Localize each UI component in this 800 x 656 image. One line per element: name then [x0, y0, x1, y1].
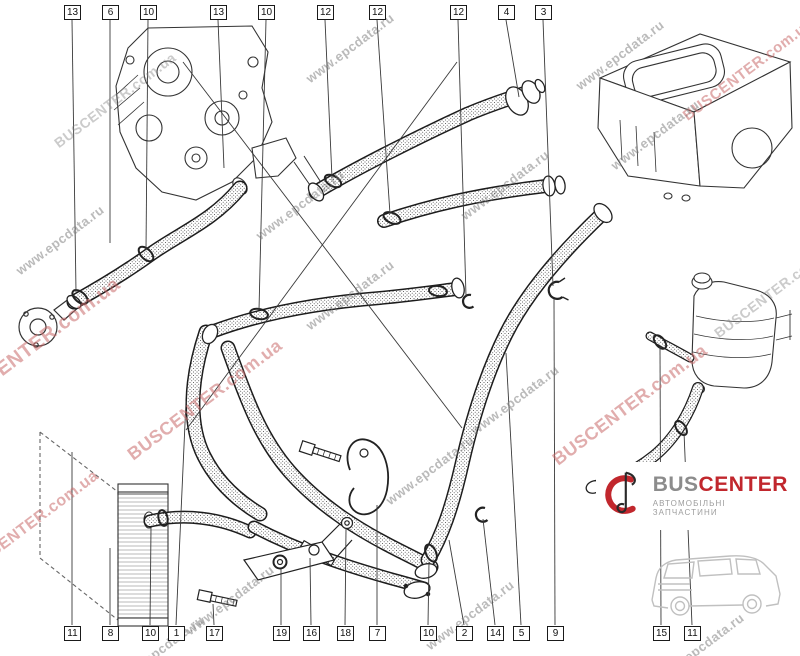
buscenter-logo-icon — [605, 471, 636, 514]
callout-top-2[interactable]: 6 — [102, 5, 119, 20]
heater-unit — [597, 33, 793, 202]
callout-top-8[interactable]: 12 — [450, 5, 467, 20]
buscenter-logo-text: BUSCENTER АВТОМОБІЛЬНІ ЗАПЧАСТИНИ — [652, 472, 790, 517]
callout-bottom-2[interactable]: 8 — [102, 626, 119, 641]
callout-bottom-4[interactable]: 1 — [168, 626, 185, 641]
callout-top-7[interactable]: 12 — [369, 5, 386, 20]
callout-bottom-14[interactable]: 9 — [547, 626, 564, 641]
callout-bottom-11[interactable]: 2 — [456, 626, 473, 641]
expansion-tank — [691, 272, 793, 395]
callout-bottom-6[interactable]: 19 — [273, 626, 290, 641]
engine-block — [113, 25, 323, 201]
callout-top-9[interactable]: 4 — [498, 5, 515, 20]
callout-bottom-1[interactable]: 11 — [64, 626, 81, 641]
callout-top-10[interactable]: 3 — [535, 5, 552, 20]
callout-bottom-13[interactable]: 5 — [513, 626, 530, 641]
callout-top-1[interactable]: 13 — [64, 5, 81, 20]
callout-bottom-7[interactable]: 16 — [303, 626, 320, 641]
callout-bottom-5[interactable]: 17 — [206, 626, 223, 641]
mounting-bracket — [242, 438, 389, 581]
spring-clips — [461, 277, 569, 523]
buscenter-logo: BUSCENTER АВТОМОБІЛЬНІ ЗАПЧАСТИНИ — [596, 462, 800, 530]
brand-name-center: CENTER — [698, 472, 788, 496]
callout-top-5[interactable]: 10 — [258, 5, 275, 20]
brand-name-bus: BUS — [652, 472, 699, 496]
van-sketch — [651, 555, 781, 616]
brand-name: BUSCENTER — [652, 472, 790, 496]
callout-bottom-16[interactable]: 11 — [684, 626, 701, 641]
radiator — [39, 430, 169, 627]
hose-clamps — [71, 173, 688, 563]
callout-bottom-12[interactable]: 14 — [487, 626, 504, 641]
callout-bottom-10[interactable]: 10 — [420, 626, 437, 641]
callout-bottom-3[interactable]: 10 — [142, 626, 159, 641]
callout-bottom-9[interactable]: 7 — [369, 626, 386, 641]
brand-tagline: АВТОМОБІЛЬНІ ЗАПЧАСТИНИ — [652, 498, 726, 517]
pipe-fittings — [66, 78, 613, 599]
callout-bottom-8[interactable]: 18 — [337, 626, 354, 641]
callout-bottom-15[interactable]: 15 — [653, 626, 670, 641]
callout-top-3[interactable]: 10 — [140, 5, 157, 20]
callout-top-6[interactable]: 12 — [317, 5, 334, 20]
callout-top-4[interactable]: 13 — [210, 5, 227, 20]
